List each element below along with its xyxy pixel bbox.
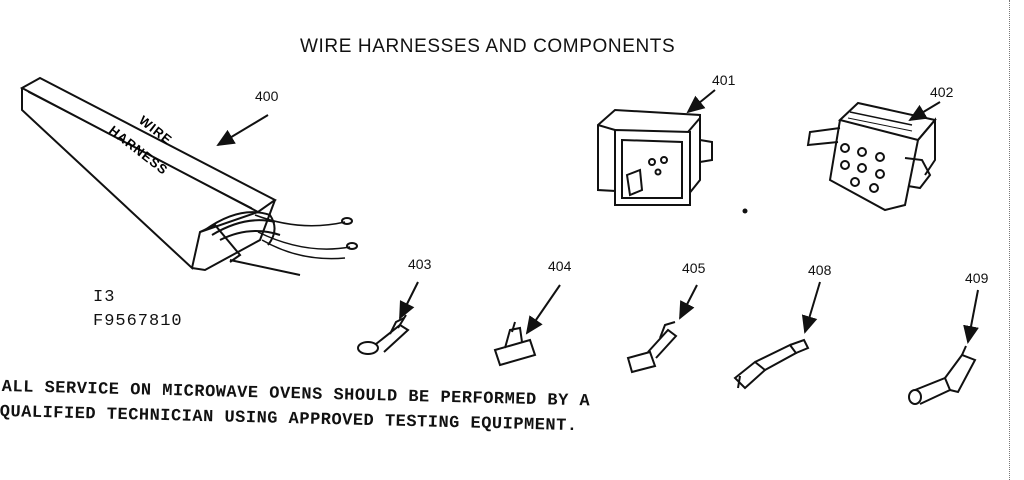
- spade-terminal: [626, 321, 678, 374]
- arrow-404: [525, 284, 561, 335]
- arrow-402: [908, 101, 941, 122]
- socket-terminal: [908, 345, 977, 405]
- ring-terminal: [357, 314, 410, 355]
- wire-harness-box: [19, 76, 358, 276]
- pin-terminal: [733, 338, 810, 390]
- arrow-405: [679, 284, 698, 320]
- callout-401: 401: [712, 72, 736, 88]
- arrow-409: [963, 289, 979, 344]
- arrow-401: [686, 89, 716, 114]
- callout-409: 409: [965, 270, 989, 286]
- callout-400: 400: [255, 88, 279, 104]
- callout-404: 404: [548, 258, 572, 274]
- flat-terminal: [493, 321, 537, 367]
- speck: [742, 208, 748, 214]
- callout-408: 408: [808, 262, 832, 278]
- callout-403: 403: [408, 256, 432, 272]
- leader-arrows: [216, 89, 979, 344]
- connector-housing: [597, 108, 713, 206]
- callout-402: 402: [930, 84, 954, 100]
- callout-405: 405: [682, 260, 706, 276]
- arrow-403: [399, 281, 419, 320]
- reference-code-1: I3: [93, 288, 116, 307]
- reference-code-2: F9567810: [93, 312, 183, 331]
- arrow-400: [216, 114, 269, 147]
- scan-edge: [1009, 0, 1024, 480]
- diagram-title: WIRE HARNESSES AND COMPONENTS: [300, 36, 676, 57]
- arrow-408: [801, 281, 821, 334]
- multi-pin-connector: [806, 101, 937, 212]
